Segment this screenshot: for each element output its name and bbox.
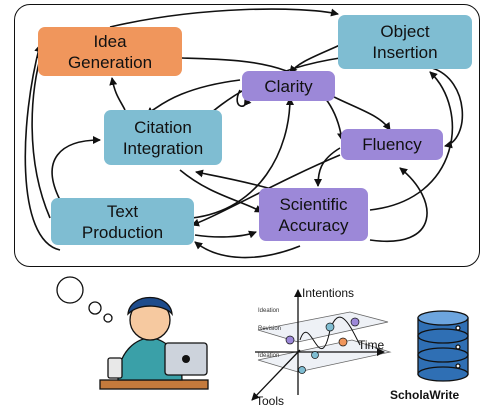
node-text-production: Text Production bbox=[51, 198, 194, 245]
writer-at-laptop-icon bbox=[99, 296, 209, 390]
edge-idea-to-fluency bbox=[181, 57, 345, 141]
node-scientific-accuracy: Scientific Accuracy bbox=[259, 188, 368, 241]
edge-idea-to-object bbox=[109, 8, 339, 28]
edge-clarity-loop bbox=[236, 89, 252, 107]
node-object-insertion: Object Insertion bbox=[338, 15, 472, 69]
edge-fluency-to-accuracy bbox=[314, 147, 341, 187]
database-icon bbox=[417, 310, 469, 382]
edge-accuracy-to-text bbox=[194, 241, 301, 259]
node-idea-generation: Idea Generation bbox=[38, 27, 182, 76]
node-fluency: Fluency bbox=[341, 129, 443, 160]
edge-text-to-citation bbox=[51, 136, 101, 201]
edge-citation-to-idea bbox=[109, 77, 126, 111]
edge-fluency-to-text bbox=[191, 154, 341, 227]
edge-accuracy-to-citation bbox=[195, 169, 276, 191]
edge-accuracy-to-object bbox=[369, 71, 454, 211]
dataset-name-label: ScholaWrite bbox=[390, 388, 459, 402]
plane-label-revision: Revision bbox=[258, 326, 281, 332]
edge-text-to-accuracy bbox=[194, 230, 257, 239]
edge-citation-to-accuracy bbox=[179, 169, 263, 213]
axis-intentions-label: Intentions bbox=[302, 286, 354, 300]
plane-label-ideation-bottom: Ideation bbox=[258, 353, 279, 359]
intentions-time-tools-plot: Intentions Time Tools Ideation Revision … bbox=[251, 286, 392, 407]
edge-text-to-clarity bbox=[191, 97, 294, 219]
axis-tools-label: Tools bbox=[256, 394, 284, 407]
node-citation-integration: Citation Integration bbox=[104, 110, 222, 165]
edge-object-to-fluency bbox=[431, 67, 464, 149]
edge-accuracy-to-fluency bbox=[369, 167, 428, 243]
process-diagram-frame bbox=[14, 4, 480, 267]
node-clarity: Clarity bbox=[242, 71, 335, 101]
edge-left-loop bbox=[24, 44, 61, 251]
plane-label-ideation-top: Ideation bbox=[258, 308, 279, 314]
thought-bubble-icon bbox=[56, 276, 113, 323]
axis-time-label: Time bbox=[358, 338, 385, 352]
edge-clarity-to-fluency bbox=[329, 94, 391, 131]
